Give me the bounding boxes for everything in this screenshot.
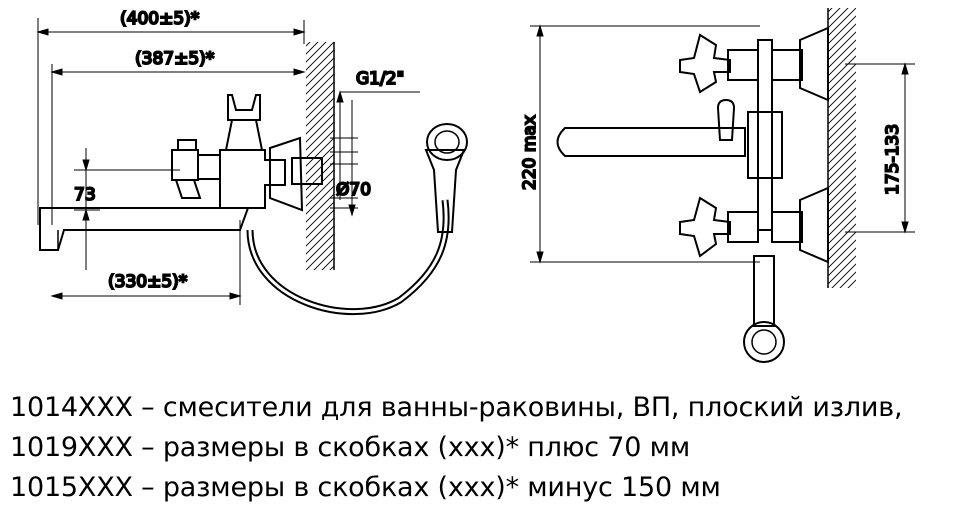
mixer-body: [219, 149, 286, 209]
diverter-body: [747, 111, 783, 179]
thread-label: G1/2": [356, 69, 404, 89]
note-line-3: 1015XXX – размеры в скобках (xxx)* минус…: [10, 472, 721, 503]
dimension-spout-length: [50, 64, 306, 225]
diverter: [224, 119, 264, 151]
dimension-height-max: [530, 24, 760, 264]
shower-holder: [227, 94, 261, 121]
cross-handle-left: [171, 139, 221, 199]
dim-centers-label: 175-133: [883, 124, 903, 195]
dim-spout-length-label: (387±5)*: [135, 49, 214, 69]
upper-valve: [679, 26, 829, 102]
dim-overall-length-label: (400±5)*: [120, 9, 199, 29]
shower-head: [426, 123, 468, 161]
eccentric-nut: [291, 157, 323, 185]
thread-leader: [336, 90, 420, 217]
shower-head-front: [743, 321, 785, 363]
technical-drawing: (400±5)* (387±5)* G1/2" Ø70: [36, 8, 915, 363]
notes-block: 1014XXX – смесители для ванны-раковины, …: [10, 388, 960, 508]
dim-73-label: 73: [74, 185, 96, 205]
shower-hose: [246, 199, 450, 316]
side-view: (400±5)* (387±5)* G1/2" Ø70: [36, 8, 468, 316]
diameter-label: Ø70: [336, 180, 371, 200]
diameter-dimension: [330, 137, 358, 209]
front-spout: [556, 127, 746, 157]
hose-front: [753, 255, 775, 327]
column: [757, 39, 773, 231]
note-line-2: 1019XXX – размеры в скобках (xxx)* плюс …: [10, 432, 690, 463]
lower-valve: [679, 186, 829, 264]
front-view: 220 max 175-133: [519, 8, 915, 363]
dim-spout-reach-label: (330±5)*: [108, 272, 187, 292]
note-line-1: 1014XXX – смесители для ванны-раковины, …: [10, 392, 903, 423]
diverter-knob: [716, 98, 736, 141]
dimension-overall-length: [36, 18, 306, 225]
dimension-centers: [845, 62, 915, 234]
dimension-spout-reach: [50, 220, 242, 305]
flat-spout: [39, 207, 250, 251]
wall-hatch-left: [306, 42, 334, 270]
wall-hatch-right: [828, 8, 856, 288]
dim-height-max-label: 220 max: [520, 115, 540, 190]
wall-flange: [269, 136, 304, 212]
